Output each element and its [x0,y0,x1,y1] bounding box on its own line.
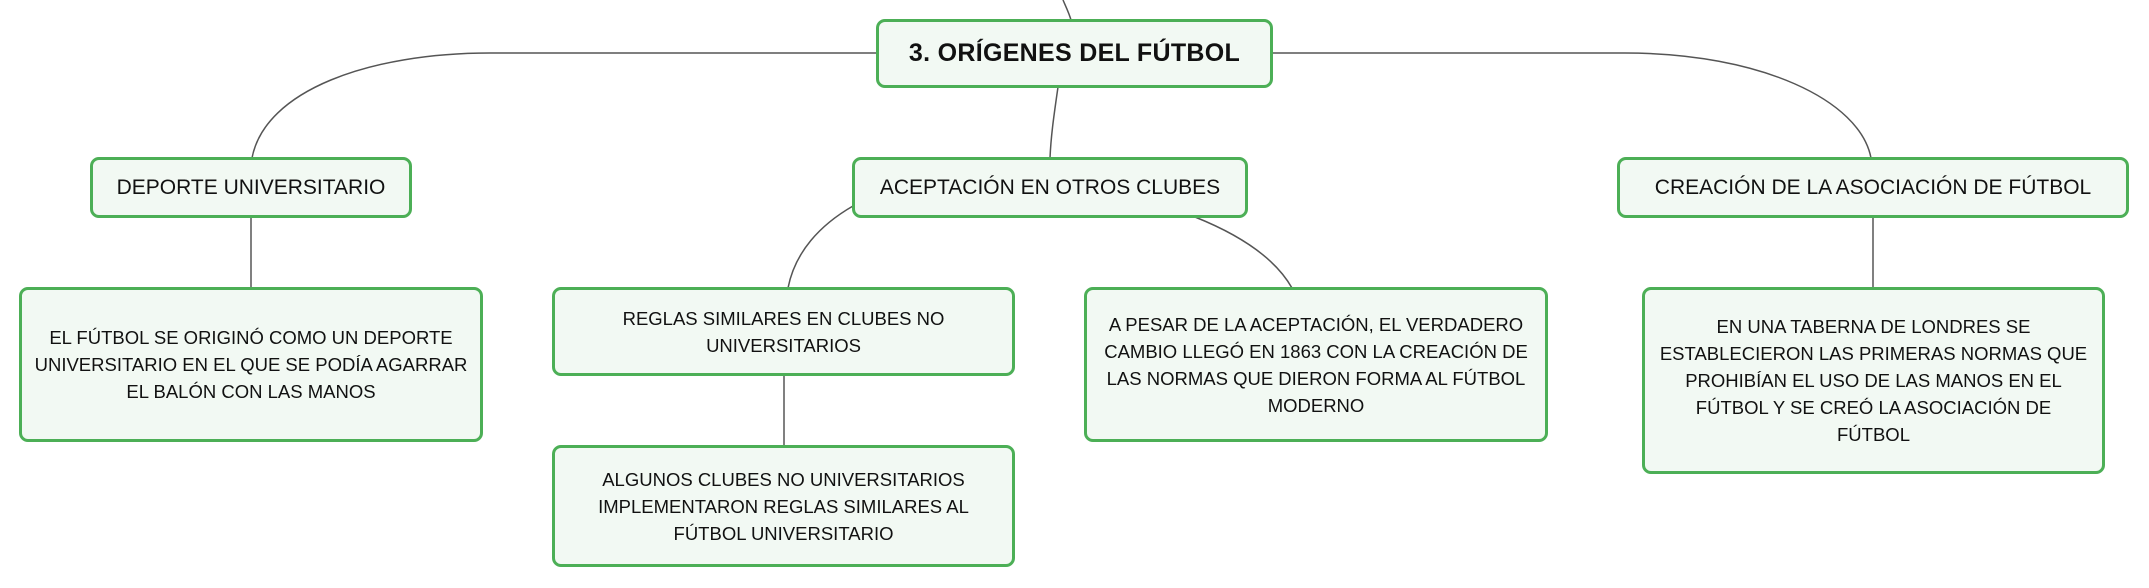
connector-root-parent [1062,0,1072,21]
detail-node-text: REGLAS SIMILARES EN CLUBES NO UNIVERSITA… [622,307,945,356]
detail-node-algunos-clubes[interactable]: ALGUNOS CLUBES NO UNIVERSITARIOS IMPLEME… [552,445,1015,567]
detail-node-text: EN UNA TABERNA DE LONDRES SE ESTABLECIER… [1659,316,2088,445]
topic-node-deporte-universitario[interactable]: DEPORTE UNIVERSITARIO [90,157,412,218]
connector-root-to-deporte [251,52,878,159]
root-node[interactable]: 3. ORÍGENES DEL FÚTBOL [876,19,1273,88]
topic-node-label: DEPORTE UNIVERSITARIO [116,175,386,199]
connector-aceptacion-to-cambio [1194,216,1293,289]
connector-root-to-aceptacion [1049,86,1059,159]
connector-aceptacion-to-reglas [787,205,854,289]
root-node-label: 3. ORÍGENES DEL FÚTBOL [908,39,1241,67]
topic-node-aceptacion-otros-clubes[interactable]: ACEPTACIÓN EN OTROS CLUBES [852,157,1248,218]
detail-node-text: A PESAR DE LA ACEPTACIÓN, EL VERDADERO C… [1104,313,1528,416]
detail-node-origen-universitario[interactable]: EL FÚTBOL SE ORIGINÓ COMO UN DEPORTE UNI… [19,287,483,442]
detail-node-cambio-1863[interactable]: A PESAR DE LA ACEPTACIÓN, EL VERDADERO C… [1084,287,1548,442]
detail-node-text: ALGUNOS CLUBES NO UNIVERSITARIOS IMPLEME… [598,468,969,544]
connector-root-to-creacion [1272,52,1872,159]
detail-node-reglas-similares[interactable]: REGLAS SIMILARES EN CLUBES NO UNIVERSITA… [552,287,1015,376]
topic-node-creacion-asociacion[interactable]: CREACIÓN DE LA ASOCIACIÓN DE FÚTBOL [1617,157,2129,218]
detail-node-taberna-londres[interactable]: EN UNA TABERNA DE LONDRES SE ESTABLECIER… [1642,287,2105,474]
topic-node-label: ACEPTACIÓN EN OTROS CLUBES [879,175,1221,199]
detail-node-text: EL FÚTBOL SE ORIGINÓ COMO UN DEPORTE UNI… [34,327,468,402]
topic-node-label: CREACIÓN DE LA ASOCIACIÓN DE FÚTBOL [1654,175,2092,199]
